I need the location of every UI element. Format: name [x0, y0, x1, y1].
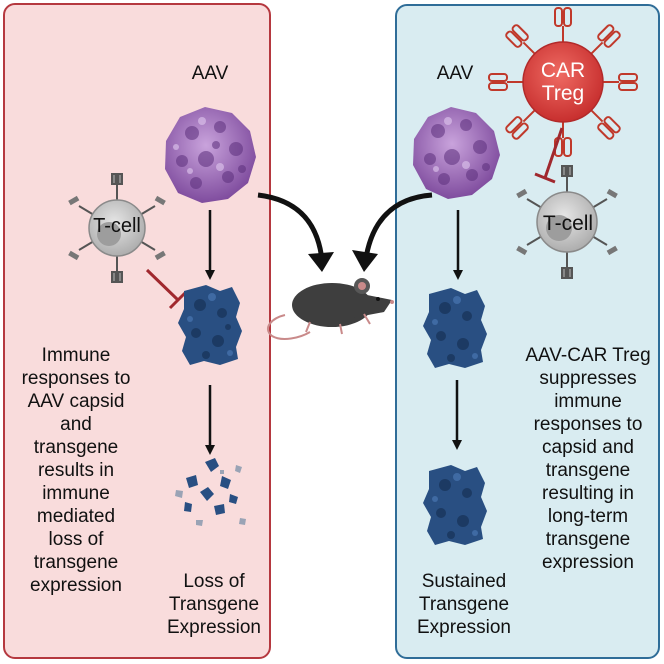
inhibition-icon [534, 127, 564, 184]
right-aav-label: AAV [436, 63, 474, 84]
right-outcome: Sustained Transgene Expression [417, 571, 511, 638]
right-description: AAV-CAR Treg suppresses immune responses… [525, 345, 651, 573]
mouse-icon [266, 278, 394, 340]
arrow-icon [363, 192, 433, 259]
right-tcell-label: T-cell [542, 212, 594, 235]
protein-icon [423, 465, 487, 545]
t-cell-icon [516, 165, 618, 279]
left-tcell-label: T-cell [93, 215, 141, 237]
fragments-icon [175, 458, 246, 526]
protein-icon [178, 285, 242, 365]
left-outcome: Loss of Transgene Expression [167, 571, 261, 638]
aav-capsid-icon [413, 107, 500, 199]
aav-capsid-icon [165, 107, 256, 203]
inhibition-icon [145, 268, 188, 310]
left-aav-label: AAV [191, 63, 229, 84]
arrow-icon [257, 192, 325, 261]
protein-icon [423, 288, 487, 368]
left-description: Immune responses to AAV capsid and trans… [21, 345, 131, 596]
car-treg-icon [488, 7, 638, 157]
t-cell-icon [68, 173, 166, 283]
car-treg-label: CAR Treg [540, 59, 586, 105]
